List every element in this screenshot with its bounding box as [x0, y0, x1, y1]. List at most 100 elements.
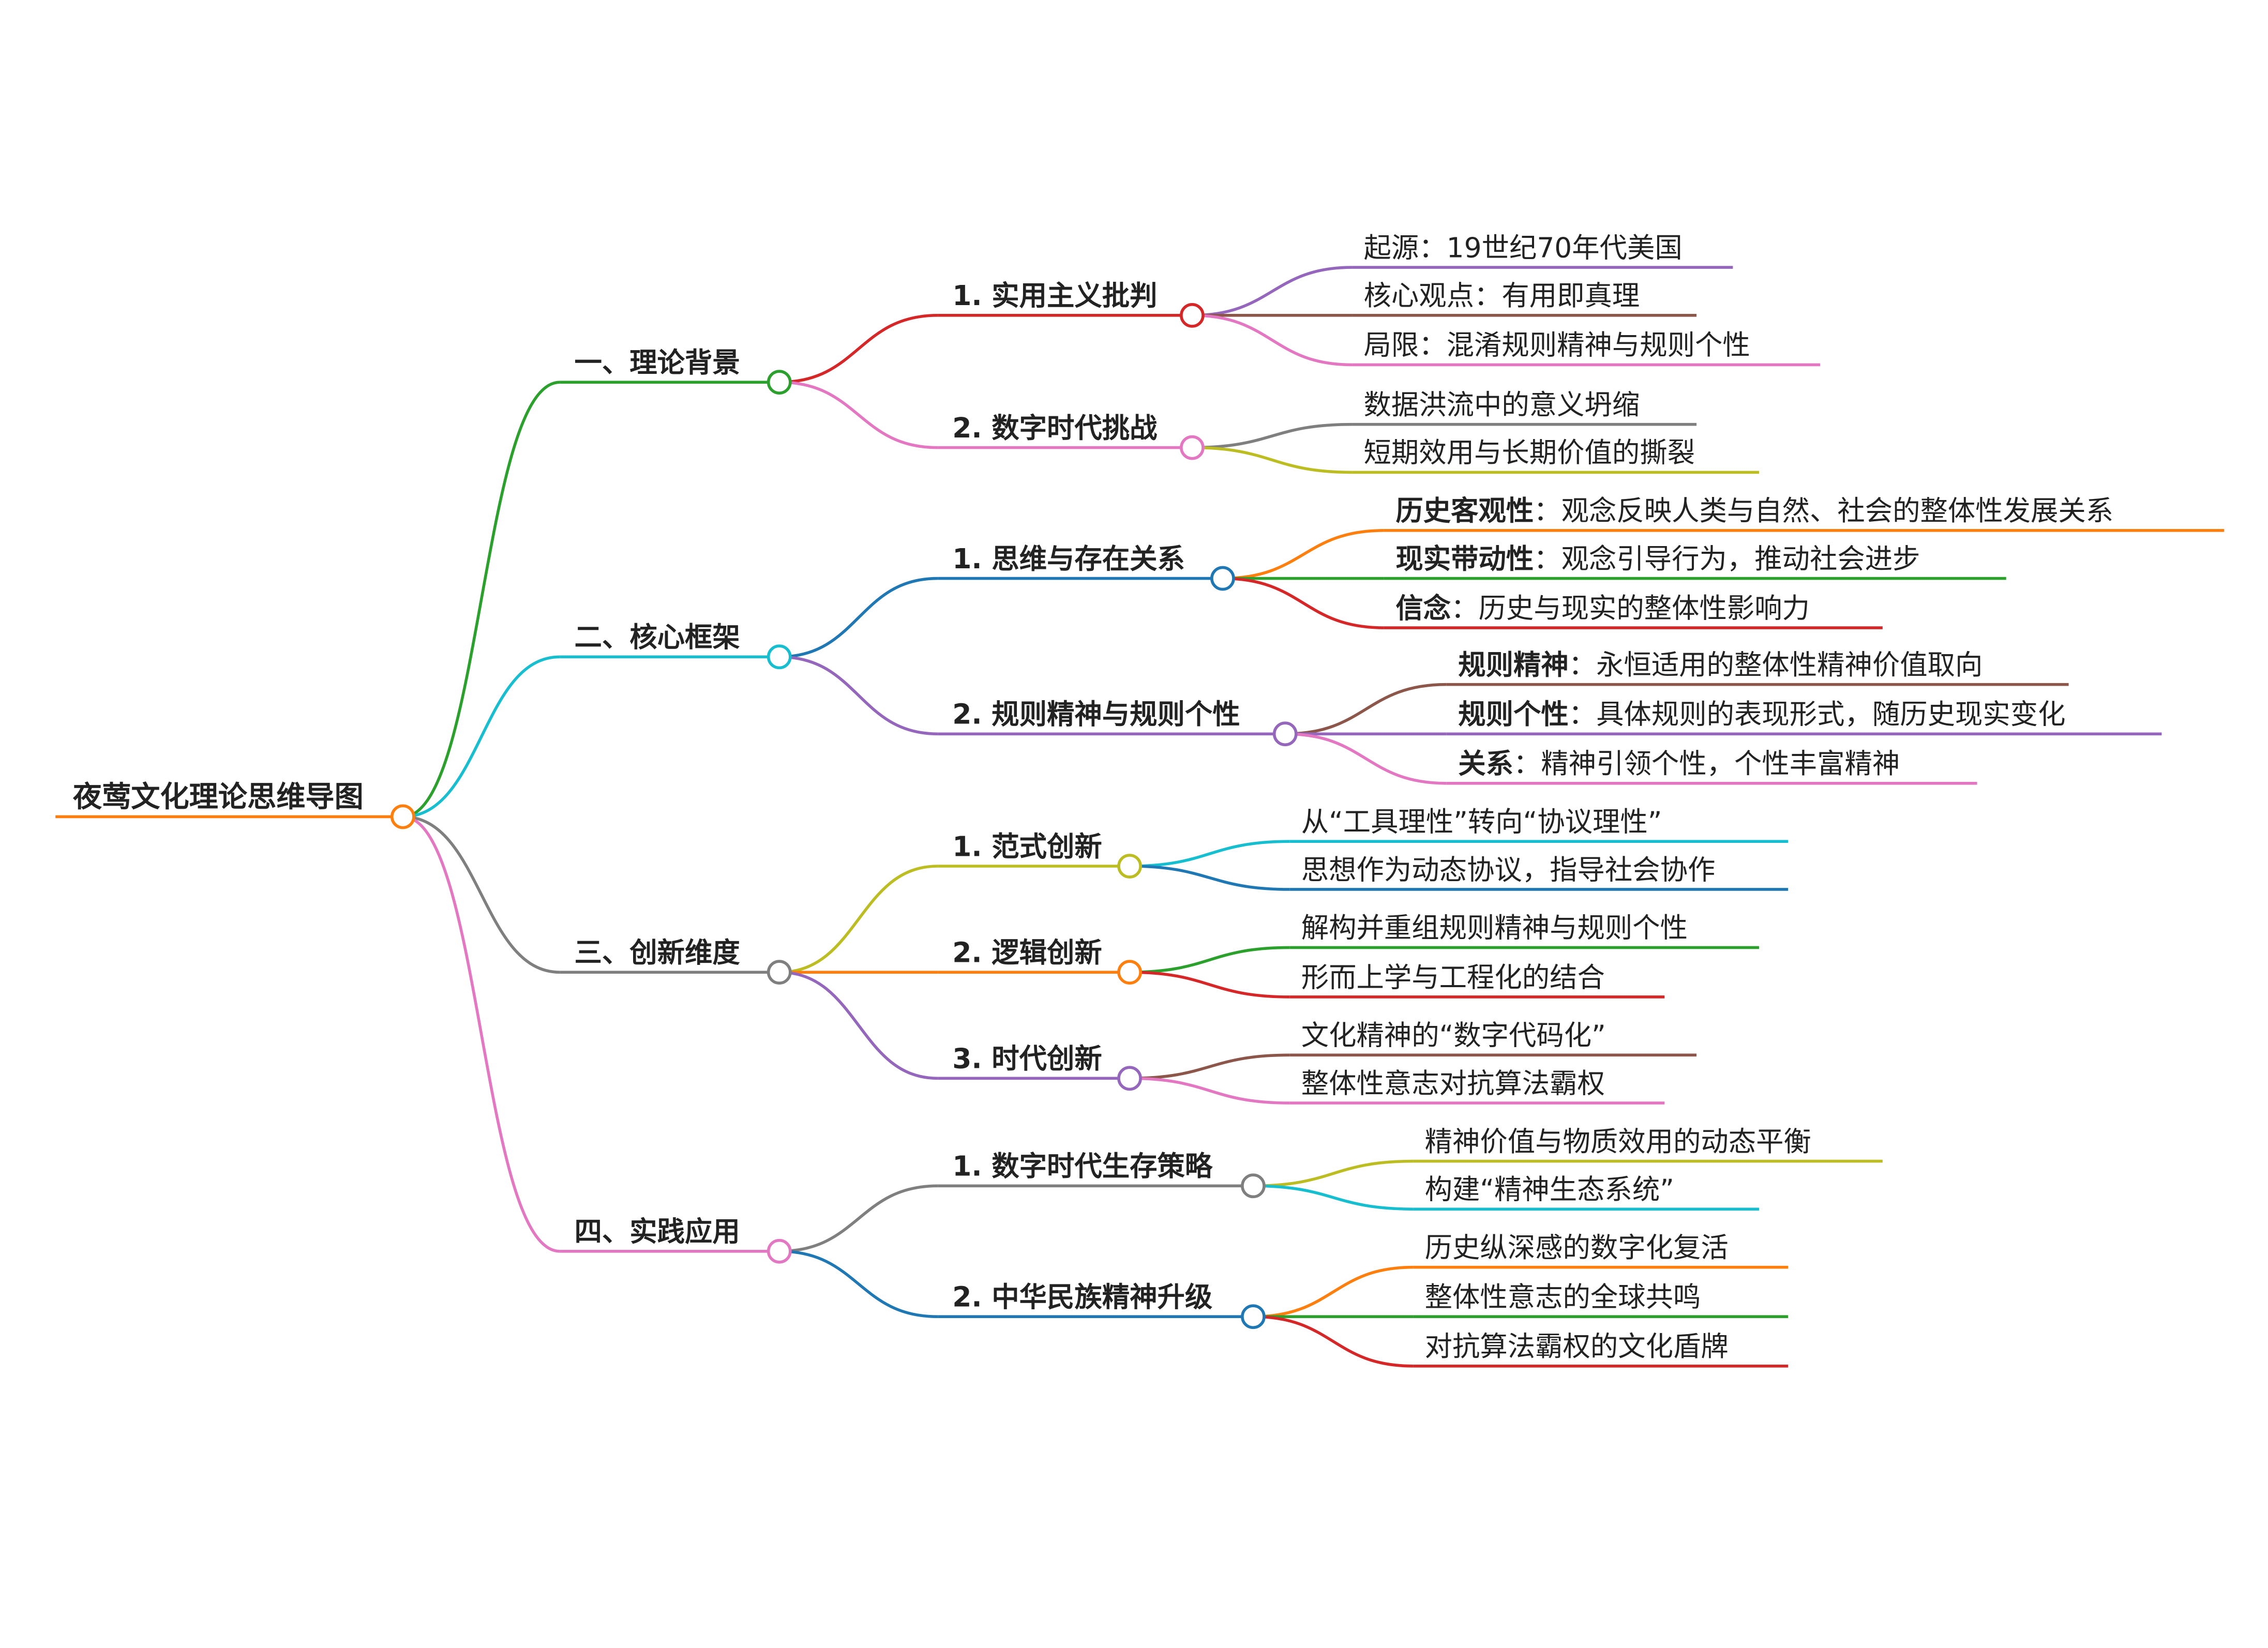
leaf-label-part: ：历史与现实的整体性影响力: [1451, 592, 1810, 624]
branch-node[interactable]: [767, 960, 792, 985]
leaf-label-part: 规则个性: [1458, 698, 1569, 731]
leaf-label: 解构并重组规则精神与规则个性: [1301, 912, 1688, 944]
topic-label: 1. 范式创新: [952, 830, 1102, 863]
topic-node[interactable]: [1180, 435, 1205, 460]
topic-label: 3. 时代创新: [952, 1042, 1102, 1075]
topic-edge: [779, 655, 938, 736]
topic-edge: [779, 1184, 938, 1253]
branch-label: 三、创新维度: [574, 936, 740, 969]
branch-node[interactable]: [767, 644, 792, 670]
topic-label: 2. 逻辑创新: [952, 936, 1102, 969]
branch-edge: [402, 815, 560, 1253]
leaf-label: 从“工具理性”转向“协议理性”: [1301, 806, 1662, 838]
leaf-edge: [1222, 577, 1384, 629]
branch-edge: [402, 815, 560, 974]
leaf-label: 形而上学与工程化的结合: [1301, 961, 1605, 993]
topic-label: 2. 中华民族精神升级: [952, 1281, 1213, 1313]
branch-edge: [402, 655, 560, 819]
topic-label: 1. 数字时代生存策略: [952, 1150, 1213, 1183]
root-title: 夜莺文化理论思维导图: [72, 780, 364, 814]
leaf-label-part: 关系: [1458, 747, 1513, 780]
leaf-label-part: ：精神引领个性，个性丰富精神: [1513, 747, 1900, 780]
leaf-label: 起源：19世纪70年代美国: [1364, 231, 1683, 264]
topic-node[interactable]: [1272, 721, 1298, 747]
topic-edge: [779, 865, 938, 974]
leaf-edge: [1192, 446, 1353, 474]
root-node[interactable]: [390, 804, 415, 829]
leaf-label-part: ：观念反映人类与自然、社会的整体性发展关系: [1534, 494, 2113, 527]
leaf-label-part: 起源：19世纪70年代美国: [1364, 231, 1683, 264]
topic-label-part: 2. 数字时代挑战: [952, 412, 1157, 444]
topic-label-part: 2. 逻辑创新: [952, 936, 1102, 969]
leaf-label: 规则精神：永恒适用的整体性精神价值取向: [1458, 648, 1982, 681]
leaf-label: 精神价值与物质效用的动态平衡: [1425, 1125, 1811, 1158]
leaf-edge: [1130, 946, 1290, 974]
topic-edge: [779, 971, 938, 1080]
topic-node[interactable]: [1117, 960, 1142, 985]
leaf-label-part: 精神价值与物质效用的动态平衡: [1425, 1125, 1811, 1158]
topic-label-part: 1. 实用主义批判: [952, 279, 1157, 312]
leaf-label-part: 规则精神: [1458, 648, 1569, 681]
leaf-edge: [1130, 865, 1290, 891]
leaf-label: 历史纵深感的数字化复活: [1425, 1231, 1729, 1264]
topic-label: 1. 思维与存在关系: [952, 542, 1185, 575]
leaf-label-part: 短期效用与长期价值的撕裂: [1364, 436, 1695, 469]
branch-label-part: 二、核心框架: [574, 621, 740, 654]
topic-edge: [779, 1249, 938, 1319]
leaf-label-part: 整体性意志的全球共鸣: [1425, 1281, 1701, 1313]
leaf-label: 局限：混淆规则精神与规则个性: [1364, 329, 1750, 361]
leaf-label: 短期效用与长期价值的撕裂: [1364, 436, 1695, 469]
leaf-label-part: 信念: [1395, 592, 1451, 624]
leaf-label-part: 现实带动性: [1395, 542, 1534, 575]
leaf-edge: [1130, 1077, 1290, 1105]
leaf-label: 对抗算法霸权的文化盾牌: [1425, 1330, 1729, 1363]
leaf-edge: [1192, 422, 1353, 449]
topic-label-part: 2. 中华民族精神升级: [952, 1281, 1213, 1313]
branch-label-part: 一、理论背景: [574, 346, 740, 379]
leaf-label: 构建“精神生态系统”: [1425, 1173, 1674, 1206]
leaf-label-part: 解构并重组规则精神与规则个性: [1301, 912, 1688, 944]
leaf-label-part: ：具体规则的表现形式，随历史现实变化: [1569, 698, 2066, 731]
topic-label: 1. 实用主义批判: [952, 279, 1157, 312]
leaf-edge: [1253, 1265, 1414, 1319]
topic-node[interactable]: [1241, 1304, 1266, 1329]
topic-edge: [779, 381, 938, 449]
branch-node[interactable]: [767, 1238, 792, 1264]
branch-label-part: 四、实践应用: [574, 1215, 740, 1248]
topic-label-part: 3. 时代创新: [952, 1042, 1102, 1075]
leaf-edge: [1253, 1184, 1414, 1211]
topic-label: 2. 规则精神与规则个性: [952, 698, 1240, 731]
leaf-label-part: ：观念引导行为，推动社会进步: [1534, 542, 1920, 575]
branch-node[interactable]: [767, 370, 792, 395]
topic-label-part: 1. 范式创新: [952, 830, 1102, 863]
topic-edge: [779, 577, 938, 659]
leaf-label: 现实带动性：观念引导行为，推动社会进步: [1395, 542, 1920, 575]
leaf-edge: [1130, 971, 1290, 999]
root-title-part: 夜莺文化理论思维导图: [72, 780, 364, 814]
branch-label: 一、理论背景: [574, 346, 740, 379]
leaf-label: 关系：精神引领个性，个性丰富精神: [1458, 747, 1900, 780]
leaf-label: 整体性意志对抗算法霸权: [1301, 1067, 1605, 1099]
leaf-label: 思想作为动态协议，指导社会协作: [1301, 853, 1716, 886]
branch-label: 二、核心框架: [574, 621, 740, 654]
topic-node[interactable]: [1241, 1173, 1266, 1199]
leaf-label-part: 文化精神的“数字代码化”: [1301, 1019, 1606, 1052]
branch-edge: [402, 381, 560, 819]
topic-node[interactable]: [1117, 1066, 1142, 1091]
leaf-label: 信念：历史与现实的整体性影响力: [1395, 592, 1810, 624]
topic-label-part: 2. 规则精神与规则个性: [952, 698, 1240, 731]
leaf-label-part: 形而上学与工程化的结合: [1301, 961, 1605, 993]
leaf-label: 历史客观性：观念反映人类与自然、社会的整体性发展关系: [1395, 494, 2113, 527]
branch-label: 四、实践应用: [574, 1215, 740, 1248]
leaf-label-part: 从“工具理性”转向“协议理性”: [1301, 806, 1662, 838]
leaf-label-part: 整体性意志对抗算法霸权: [1301, 1067, 1605, 1099]
topic-label-part: 1. 数字时代生存策略: [952, 1150, 1213, 1183]
leaf-label: 核心观点：有用即真理: [1364, 279, 1640, 312]
topic-node[interactable]: [1210, 566, 1235, 591]
leaf-label: 规则个性：具体规则的表现形式，随历史现实变化: [1458, 698, 2065, 731]
topic-node[interactable]: [1180, 303, 1205, 328]
leaf-edge: [1130, 1053, 1290, 1080]
topic-node[interactable]: [1117, 854, 1142, 879]
leaf-label: 数据洪流中的意义坍缩: [1364, 388, 1640, 421]
